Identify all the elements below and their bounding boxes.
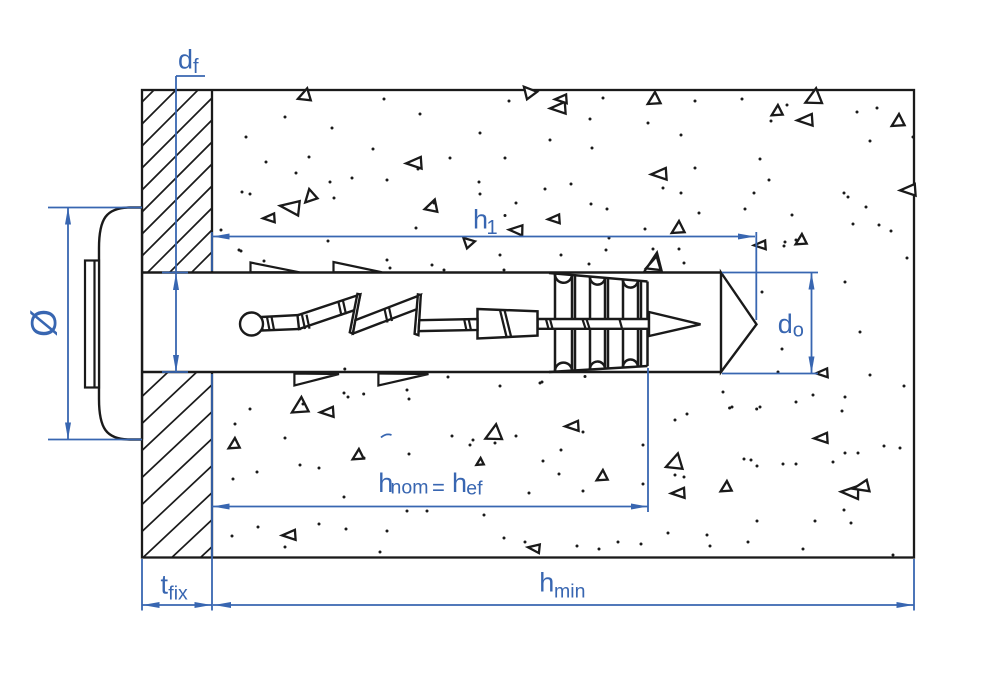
svg-text:o: o [793, 320, 804, 342]
svg-text:h: h [452, 468, 467, 498]
svg-text:h: h [378, 468, 393, 498]
svg-text:=: = [432, 475, 445, 500]
svg-text:h: h [473, 205, 488, 235]
svg-text:h: h [539, 568, 554, 598]
svg-text:1: 1 [487, 217, 498, 239]
svg-text:t: t [161, 570, 169, 600]
svg-text:nom: nom [391, 477, 429, 499]
svg-text:d: d [178, 45, 193, 75]
svg-text:min: min [554, 581, 585, 603]
svg-text:Ø: Ø [23, 309, 64, 337]
svg-text:d: d [778, 309, 793, 339]
svg-text:f: f [193, 56, 199, 78]
svg-text:ef: ef [466, 478, 483, 500]
svg-text:fix: fix [168, 583, 188, 605]
